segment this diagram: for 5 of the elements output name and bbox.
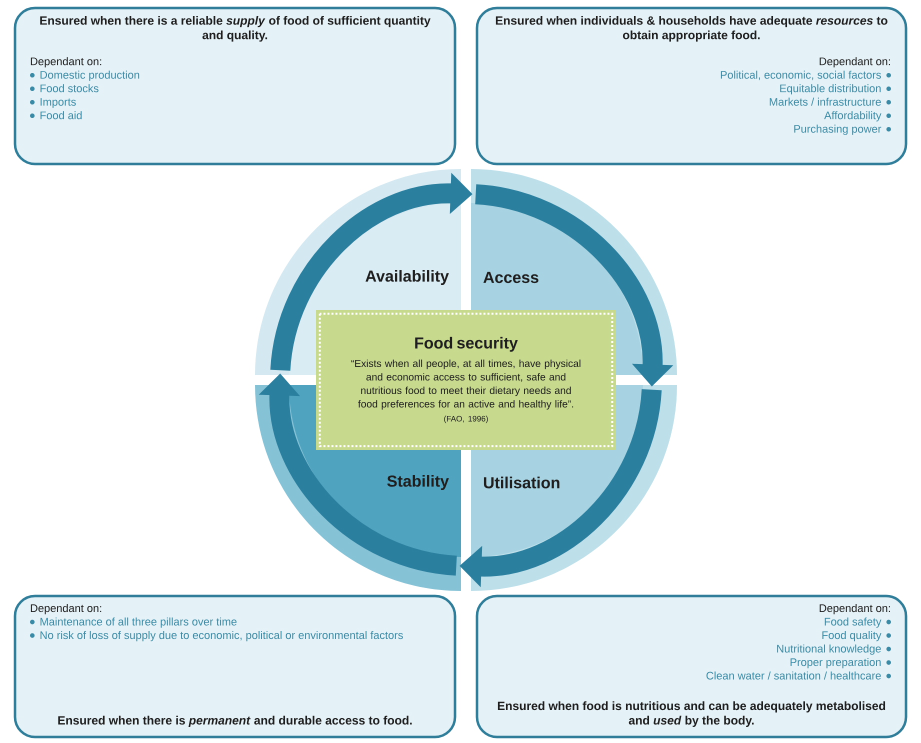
definition-box: Food security “Exists when all people, at all times, have physical and economic access to sufficient, safe and nutritious food to meet their dietary needs and food preferences for an active and healthy life”. (FAO, 1996) — [316, 310, 616, 450]
info-box: Ensured when individuals & households have adequate resources to obtain appropriate food. Dependant on: Political, economic, social factors Equitable distribution Markets / infrastructure Affordability Purchasing power — [476, 6, 908, 166]
info-box: Dependant on: Maintenance of all three pillars over time No risk of loss of supply due to economic, political or environmental factors Ensured when there is permanent and durable access to food. — [14, 594, 456, 738]
info-box: Ensured when there is a reliable supply of food of sufficient quantity and quality. Dependant on: Domestic production Food stocks Imports Food aid — [14, 6, 456, 166]
info-box: Dependant on: Food safety Food quality Nutritional knowledge Proper preparation Clean water / sanitation / healthcare Ensured when food is nutritious and can be adequately metabolised and used by the body. — [476, 594, 908, 738]
